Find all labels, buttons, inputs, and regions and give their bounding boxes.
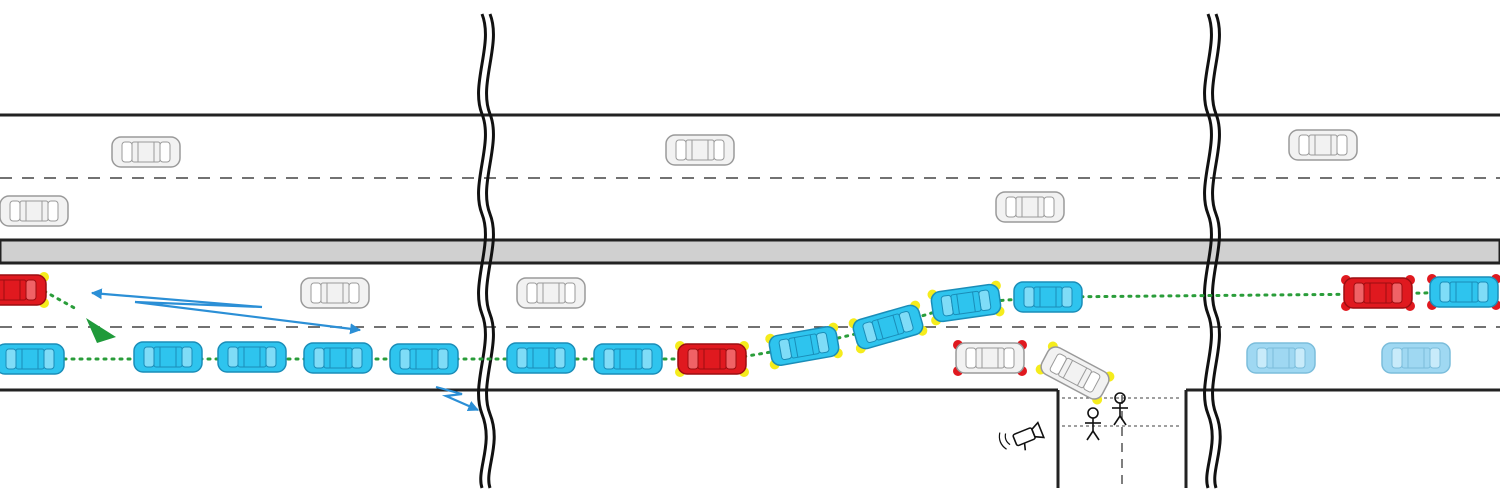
parked-car [516, 277, 586, 309]
wireless-signal-arrows [90, 288, 480, 412]
platoon-car [593, 343, 663, 375]
parked-car [995, 191, 1065, 223]
faded-car [1246, 342, 1316, 374]
lead-car [675, 341, 749, 377]
road [0, 113, 1500, 488]
pedestrian-icon [1085, 407, 1101, 441]
platoon-car [389, 343, 459, 375]
lead-car [1341, 275, 1415, 311]
platoon-car [765, 322, 843, 370]
merge-arrow [86, 318, 116, 343]
platoon-car [0, 343, 65, 375]
platoon-car [1013, 281, 1083, 313]
parked-car [1035, 341, 1115, 405]
parked-car [953, 340, 1027, 376]
break-marker-left [477, 13, 496, 489]
vehicles [0, 129, 1500, 405]
side-street [1056, 390, 1188, 488]
crosswalk [1062, 397, 1182, 427]
lead-car [0, 272, 49, 308]
parked-car [665, 134, 735, 166]
platoon-car [848, 300, 928, 354]
platoon-connection-path [0, 289, 1467, 361]
platoon-car [133, 341, 203, 373]
platoon-car [506, 342, 576, 374]
parked-car [0, 195, 69, 227]
parked-car [1288, 129, 1358, 161]
median-strip [0, 238, 1500, 265]
platoon-car [1427, 274, 1500, 310]
pedestrians [1085, 392, 1128, 441]
signal-arrow-short [435, 385, 480, 412]
camera-icon [998, 421, 1046, 451]
platoon-car [927, 280, 1005, 326]
signal-arrow-long [90, 288, 362, 335]
parked-car [111, 136, 181, 168]
platoon-car [217, 341, 287, 373]
parked-car [300, 277, 370, 309]
break-marker-right [1203, 13, 1222, 489]
faded-car [1381, 342, 1451, 374]
platoon-car [303, 342, 373, 374]
pedestrian-icon [1112, 392, 1128, 426]
